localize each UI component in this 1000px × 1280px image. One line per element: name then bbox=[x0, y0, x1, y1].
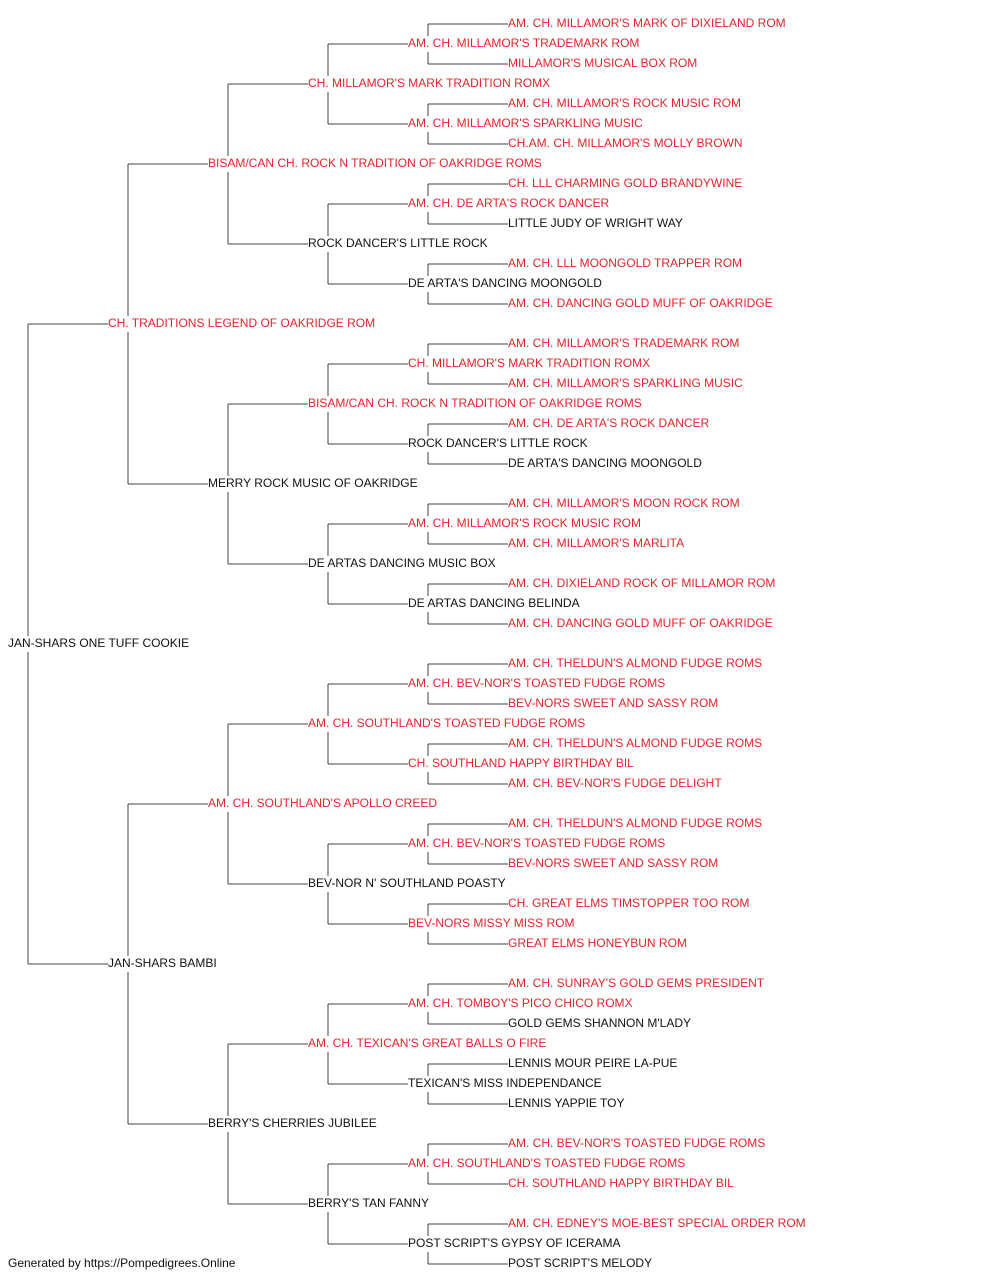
dog-name-gen4: BEV-NORS MISSY MISS ROM bbox=[408, 916, 574, 930]
dog-name-gen5: AM. CH. DE ARTA'S ROCK DANCER bbox=[508, 416, 710, 430]
dog-name-gen3: ROCK DANCER'S LITTLE ROCK bbox=[308, 236, 488, 250]
dog-name-gen5: AM. CH. BEV-NOR'S TOASTED FUDGE ROMS bbox=[508, 1136, 765, 1150]
dog-name-gen4: CH. MILLAMOR'S MARK TRADITION ROMX bbox=[408, 356, 650, 370]
dog-name-gen5: AM. CH. MILLAMOR'S MOON ROCK ROM bbox=[508, 496, 740, 510]
dog-name-gen5: CH.AM. CH. MILLAMOR'S MOLLY BROWN bbox=[508, 136, 743, 150]
dog-name-gen5: AM. CH. DIXIELAND ROCK OF MILLAMOR ROM bbox=[508, 576, 775, 590]
dog-name-gen4: AM. CH. BEV-NOR'S TOASTED FUDGE ROMS bbox=[408, 676, 665, 690]
dog-name-gen5: AM. CH. DANCING GOLD MUFF OF OAKRIDGE bbox=[508, 616, 773, 630]
dog-name-gen5: LITTLE JUDY OF WRIGHT WAY bbox=[508, 216, 683, 230]
dog-name-gen4: TEXICAN'S MISS INDEPENDANCE bbox=[408, 1076, 602, 1090]
dog-name-gen5: LENNIS MOUR PEIRE LA-PUE bbox=[508, 1056, 677, 1070]
dog-name-gen3: BEV-NOR N' SOUTHLAND POASTY bbox=[308, 876, 506, 890]
dog-name-gen3: BERRY'S TAN FANNY bbox=[308, 1196, 429, 1210]
dog-name-gen3: AM. CH. SOUTHLAND'S TOASTED FUDGE ROMS bbox=[308, 716, 585, 730]
dog-name-gen5: CH. GREAT ELMS TIMSTOPPER TOO ROM bbox=[508, 896, 749, 910]
dog-name-gen5: MILLAMOR'S MUSICAL BOX ROM bbox=[508, 56, 697, 70]
dog-name-gen4: CH. SOUTHLAND HAPPY BIRTHDAY BIL bbox=[408, 756, 634, 770]
dog-name-gen4: AM. CH. TOMBOY'S PICO CHICO ROMX bbox=[408, 996, 633, 1010]
footer-credit: Generated by https://Pompedigrees.Online bbox=[8, 1256, 236, 1270]
dog-name-gen5: CH. SOUTHLAND HAPPY BIRTHDAY BIL bbox=[508, 1176, 734, 1190]
dog-name-gen4: ROCK DANCER'S LITTLE ROCK bbox=[408, 436, 588, 450]
dog-name-gen5: AM. CH. MILLAMOR'S SPARKLING MUSIC bbox=[508, 376, 743, 390]
dog-name-gen5: AM. CH. THELDUN'S ALMOND FUDGE ROMS bbox=[508, 736, 762, 750]
dog-name-gen3: CH. MILLAMOR'S MARK TRADITION ROMX bbox=[308, 76, 550, 90]
dog-name-gen5: AM. CH. MILLAMOR'S ROCK MUSIC ROM bbox=[508, 96, 741, 110]
dog-name-gen4: AM. CH. BEV-NOR'S TOASTED FUDGE ROMS bbox=[408, 836, 665, 850]
dog-name-gen5: AM. CH. MILLAMOR'S TRADEMARK ROM bbox=[508, 336, 739, 350]
dog-name-gen3: DE ARTAS DANCING MUSIC BOX bbox=[308, 556, 496, 570]
dog-name-gen5: POST SCRIPT'S MELODY bbox=[508, 1256, 652, 1270]
dog-name-gen3: BISAM/CAN CH. ROCK N TRADITION OF OAKRID… bbox=[308, 396, 642, 410]
dog-name-gen5: AM. CH. EDNEY'S MOE-BEST SPECIAL ORDER R… bbox=[508, 1216, 806, 1230]
dog-name-gen4: DE ARTA'S DANCING MOONGOLD bbox=[408, 276, 602, 290]
dog-name-gen5: AM. CH. DANCING GOLD MUFF OF OAKRIDGE bbox=[508, 296, 773, 310]
dog-name-gen4: AM. CH. DE ARTA'S ROCK DANCER bbox=[408, 196, 610, 210]
dog-name-gen2: BERRY'S CHERRIES JUBILEE bbox=[208, 1116, 377, 1130]
dog-name-gen5: CH. LLL CHARMING GOLD BRANDYWINE bbox=[508, 176, 742, 190]
dog-name-gen5: LENNIS YAPPIE TOY bbox=[508, 1096, 625, 1110]
dog-name-gen2: AM. CH. SOUTHLAND'S APOLLO CREED bbox=[208, 796, 437, 810]
dog-name-gen5: DE ARTA'S DANCING MOONGOLD bbox=[508, 456, 702, 470]
dog-name-gen4: AM. CH. MILLAMOR'S ROCK MUSIC ROM bbox=[408, 516, 641, 530]
dog-name-gen5: AM. CH. MILLAMOR'S MARLITA bbox=[508, 536, 684, 550]
dog-name-labels: JAN-SHARS ONE TUFF COOKIE CH. TRADITIONS … bbox=[8, 16, 806, 1270]
dog-name-gen5: GOLD GEMS SHANNON M'LADY bbox=[508, 1016, 691, 1030]
dog-name-gen3: AM. CH. TEXICAN'S GREAT BALLS O FIRE bbox=[308, 1036, 546, 1050]
dog-name-gen5: BEV-NORS SWEET AND SASSY ROM bbox=[508, 696, 718, 710]
dog-name-gen4: AM. CH. MILLAMOR'S SPARKLING MUSIC bbox=[408, 116, 643, 130]
connector-lines bbox=[27, 23, 508, 1265]
dog-name-gen5: AM. CH. BEV-NOR'S FUDGE DELIGHT bbox=[508, 776, 722, 790]
dog-name-gen2: BISAM/CAN CH. ROCK N TRADITION OF OAKRID… bbox=[208, 156, 542, 170]
dog-name-gen5: GREAT ELMS HONEYBUN ROM bbox=[508, 936, 687, 950]
dog-name-gen5: BEV-NORS SWEET AND SASSY ROM bbox=[508, 856, 718, 870]
dog-name-gen5: AM. CH. THELDUN'S ALMOND FUDGE ROMS bbox=[508, 656, 762, 670]
dog-name-gen5: AM. CH. MILLAMOR'S MARK OF DIXIELAND ROM bbox=[508, 16, 786, 30]
dog-name-gen2: MERRY ROCK MUSIC OF OAKRIDGE bbox=[208, 476, 418, 490]
dog-name-gen1: CH. TRADITIONS LEGEND OF OAKRIDGE ROM bbox=[108, 316, 375, 330]
dog-name-gen4: POST SCRIPT'S GYPSY OF ICERAMA bbox=[408, 1236, 621, 1250]
dog-name-gen1: JAN-SHARS BAMBI bbox=[108, 956, 217, 970]
dog-name-gen5: AM. CH. THELDUN'S ALMOND FUDGE ROMS bbox=[508, 816, 762, 830]
dog-name-gen5: AM. CH. SUNRAY'S GOLD GEMS PRESIDENT bbox=[508, 976, 765, 990]
dog-name-gen4: DE ARTAS DANCING BELINDA bbox=[408, 596, 580, 610]
dog-name-gen0: JAN-SHARS ONE TUFF COOKIE bbox=[8, 636, 189, 650]
dog-name-gen5: AM. CH. LLL MOONGOLD TRAPPER ROM bbox=[508, 256, 742, 270]
dog-name-gen4: AM. CH. MILLAMOR'S TRADEMARK ROM bbox=[408, 36, 639, 50]
dog-name-gen4: AM. CH. SOUTHLAND'S TOASTED FUDGE ROMS bbox=[408, 1156, 685, 1170]
